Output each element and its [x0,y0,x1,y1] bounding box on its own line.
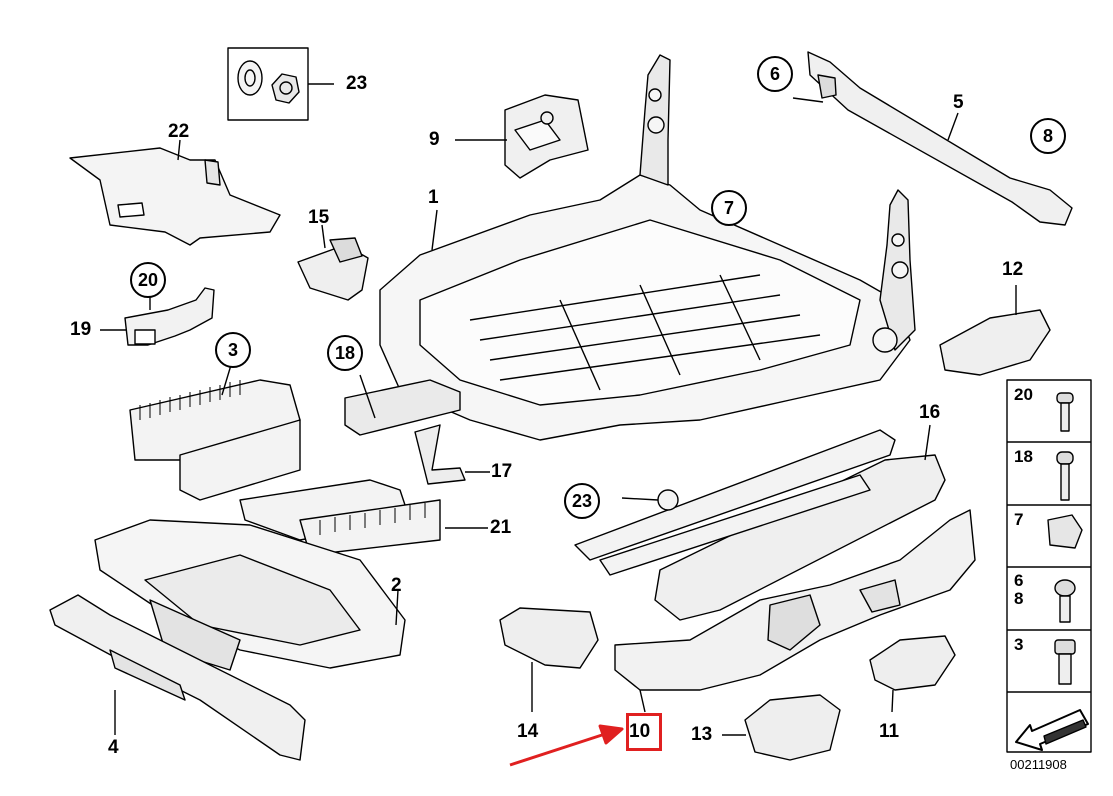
callout-8-circled: 8 [1030,118,1066,154]
part-17-clip [414,424,490,485]
callout-18-circled: 18 [327,335,363,371]
legend-label-6-8: 6 8 [1014,571,1024,608]
callout-6-circled: 6 [757,56,793,92]
highlight-arrow [509,724,624,767]
callout-7-circled: 7 [711,190,747,226]
catalog-number: 00211908 [1010,757,1067,772]
part-11-handle [869,635,956,713]
part-5-tube [792,51,1073,226]
part-23-nut-washer [227,47,334,121]
callout-2: 2 [391,575,402,596]
legend-label-3: 3 [1014,635,1024,654]
part-9-bracket [455,94,589,179]
callout-23-top: 23 [346,73,368,94]
part-10-side-trim [614,509,976,713]
legend-label-20: 20 [1014,385,1033,404]
callout-21: 21 [490,517,512,538]
callout-4: 4 [108,737,119,758]
callout-9: 9 [429,129,440,150]
callout-19: 19 [70,319,92,340]
callout-23-circled: 23 [564,483,600,519]
part-13-handle [722,694,841,761]
callout-3-circled: 3 [215,332,251,368]
callout-13: 13 [691,724,713,745]
part-19-20-bracket [100,287,215,346]
callout-11: 11 [879,721,900,742]
legend-label-7: 7 [1014,510,1024,529]
callout-20-circled: 20 [130,262,166,298]
callout-17: 17 [491,461,513,482]
part-seat-rail-assembly [574,429,896,576]
part-14-cap [499,607,599,712]
callout-22: 22 [168,121,190,142]
callout-16: 16 [919,402,941,423]
callout-15: 15 [308,207,330,228]
part-4-front-trim [49,594,306,761]
callout-1: 1 [428,187,439,208]
legend-label-18: 18 [1014,447,1033,466]
callout-14: 14 [517,721,539,742]
highlight-box-part-10 [626,713,662,751]
part-22-bracket [69,139,281,246]
part-3-cushion-support [129,364,488,556]
part-16-rail-cover [654,424,946,621]
part-2-pan [94,519,406,671]
callout-12: 12 [1002,259,1024,280]
part-15-cap [297,224,369,301]
part-1-seat-frame [379,54,916,441]
part-18-rail [344,374,461,436]
part-12-trim [939,285,1051,376]
callout-5: 5 [953,92,964,113]
callout-10: 10 [629,721,651,742]
legend-table [1006,379,1092,753]
